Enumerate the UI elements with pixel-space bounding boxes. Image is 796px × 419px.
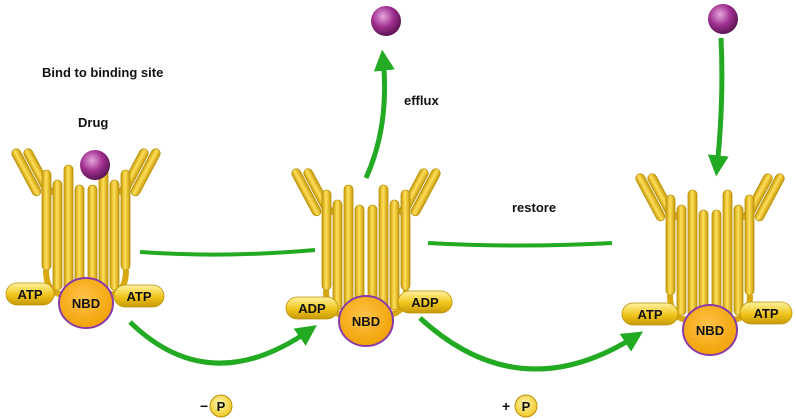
transporter-3-left-pill: ATP xyxy=(637,307,662,322)
transporter-1-right-pill: ATP xyxy=(126,289,151,304)
transporter-1: ATP ATP NBD xyxy=(5,147,164,329)
phosphate-release: − P xyxy=(200,394,233,418)
entry-arrow xyxy=(707,37,729,177)
phosphate-icon-addition xyxy=(514,394,538,418)
efflux-label: efflux xyxy=(404,93,439,108)
plus-sign: + xyxy=(502,398,510,414)
drug-molecule-incoming xyxy=(708,4,738,34)
drug-molecule-bound xyxy=(80,150,110,180)
restore-arrow xyxy=(418,316,644,372)
drug-label: Drug xyxy=(78,115,108,130)
hydrolysis-arrow xyxy=(128,320,317,366)
drug-molecule-effluxed xyxy=(371,6,401,36)
transporter-2-left-pill: ADP xyxy=(298,301,326,316)
phosphate-label-addition: P xyxy=(522,399,531,414)
transporter-2-domain: NBD xyxy=(352,314,380,329)
transporter-1-left-pill: ATP xyxy=(17,287,42,302)
bind-site-label: Bind to binding site xyxy=(42,65,163,80)
phosphate-icon-release xyxy=(209,394,233,418)
transporter-3-domain: NBD xyxy=(696,323,724,338)
efflux-arrow xyxy=(363,49,395,180)
transporter-2-right-pill: ADP xyxy=(411,295,439,310)
phosphate-addition: + P xyxy=(502,394,538,418)
connector-line-2 xyxy=(427,241,613,248)
connector-line-1 xyxy=(139,248,316,257)
minus-sign: − xyxy=(200,398,208,414)
restore-label: restore xyxy=(512,200,556,215)
transporter-3-right-pill: ATP xyxy=(753,306,778,321)
transporter-2: ADP ADP NBD xyxy=(285,167,453,347)
phosphate-label-release: P xyxy=(217,399,226,414)
transporter-3: ATP ATP NBD xyxy=(621,172,793,356)
transporter-1-domain: NBD xyxy=(72,296,100,311)
